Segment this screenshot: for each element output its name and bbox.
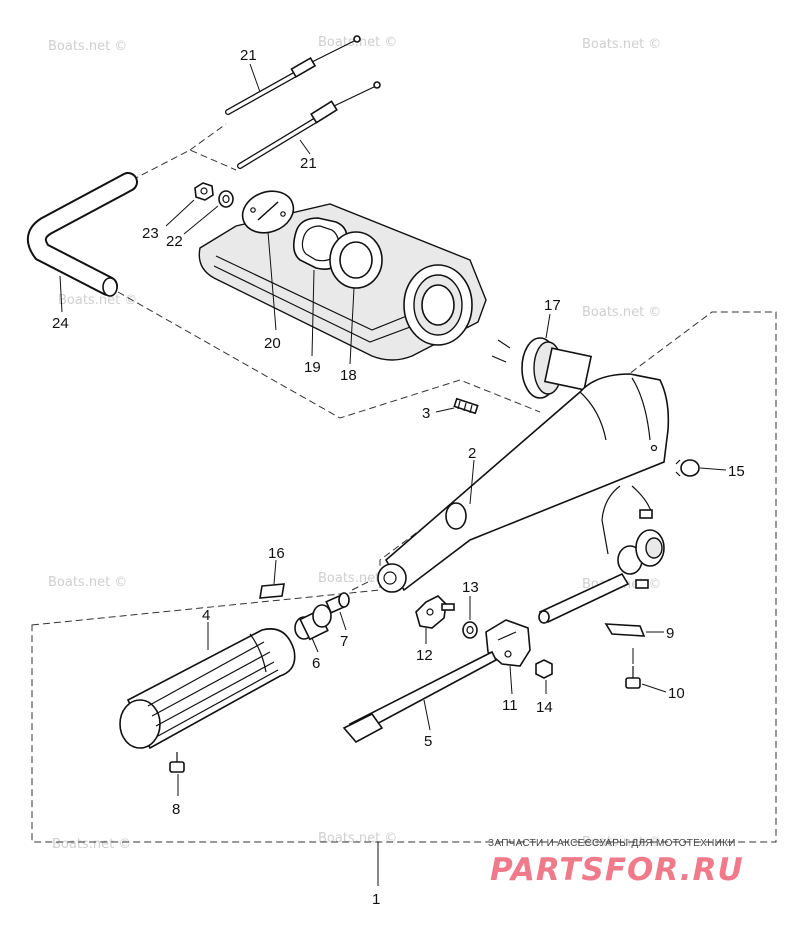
brand-tagline: ЗАПЧАСТИ И АКСЕССУАРЫ ДЛЯ МОТОТЕХНИКИ: [488, 838, 736, 849]
callout-18: 18: [340, 367, 357, 384]
cable-grommet-plate: [241, 190, 295, 234]
callout-8: 8: [172, 801, 180, 818]
pin: [325, 592, 350, 614]
grip-screw: [169, 752, 185, 773]
callout-1: 1: [372, 891, 380, 908]
watermark: Boats.net ©: [582, 37, 661, 52]
friction-knob: [415, 595, 455, 629]
callout-14: 14: [536, 699, 553, 716]
hose-connection-line: [117, 291, 541, 419]
throttle-cable-upper: [225, 35, 361, 115]
brand-logo: PARTSFOR.RU: [490, 852, 744, 888]
bushing: [491, 337, 593, 399]
watermark: Boats.net ©: [48, 39, 127, 54]
callout-4: 4: [202, 607, 210, 624]
branding: ЗАПЧАСТИ И АКСЕССУАРЫ ДЛЯ МОТОТЕХНИКИ PA…: [488, 838, 744, 888]
leader-lines: [59, 63, 727, 886]
callout-6: 6: [312, 655, 320, 672]
callout-20: 20: [264, 335, 281, 352]
seal-ring: [329, 231, 383, 289]
throttle-grip: [119, 628, 296, 750]
bolt-connection-line: [351, 579, 373, 591]
callout-23: 23: [142, 225, 159, 242]
decal: [259, 583, 285, 599]
callout-11: 11: [502, 697, 518, 714]
callout-2: 2: [468, 445, 476, 462]
watermark: Boats.net ©: [48, 575, 127, 590]
callout-5: 5: [424, 733, 432, 750]
callout-17: 17: [544, 297, 561, 314]
watermark: Boats.net ©: [582, 305, 661, 320]
washer: [218, 190, 234, 208]
cable-connection-line: [131, 123, 237, 181]
watermark: Boats.net ©: [58, 293, 137, 308]
callout-19: 19: [304, 359, 321, 376]
hose: [26, 172, 138, 297]
callout-21-upper: 21: [240, 47, 257, 64]
nut-small: [535, 659, 553, 679]
callout-10: 10: [668, 685, 685, 702]
washer-small: [462, 621, 478, 639]
stop-switch: [601, 485, 665, 589]
callout-12: 12: [416, 647, 433, 664]
throttle-cable-lower: [237, 81, 381, 169]
nut: [194, 182, 214, 201]
callout-7: 7: [340, 633, 348, 650]
callout-13: 13: [462, 579, 479, 596]
callout-9: 9: [666, 625, 674, 642]
callout-numbers: 21 21 23 22 24 20 19 18 17 3 2 15 16 4 6…: [52, 47, 745, 908]
callout-21-lower: 21: [300, 155, 317, 172]
screw: [625, 666, 641, 689]
callout-15: 15: [728, 463, 745, 480]
callout-22: 22: [166, 233, 183, 250]
watermark: Boats.net ©: [318, 571, 397, 586]
callout-3: 3: [422, 405, 430, 422]
callout-16: 16: [268, 545, 285, 562]
stud-bolt: [453, 397, 479, 415]
cap-button: [675, 459, 700, 477]
callout-24: 24: [52, 315, 69, 332]
grip-bushing: [294, 604, 332, 641]
friction-plate: [604, 623, 646, 637]
tiller-arm: [377, 373, 670, 593]
watermark: Boats.net ©: [318, 831, 397, 846]
throttle-shaft: [538, 572, 630, 624]
watermark: Boats.net ©: [52, 837, 131, 852]
throttle-rod: [342, 650, 498, 744]
